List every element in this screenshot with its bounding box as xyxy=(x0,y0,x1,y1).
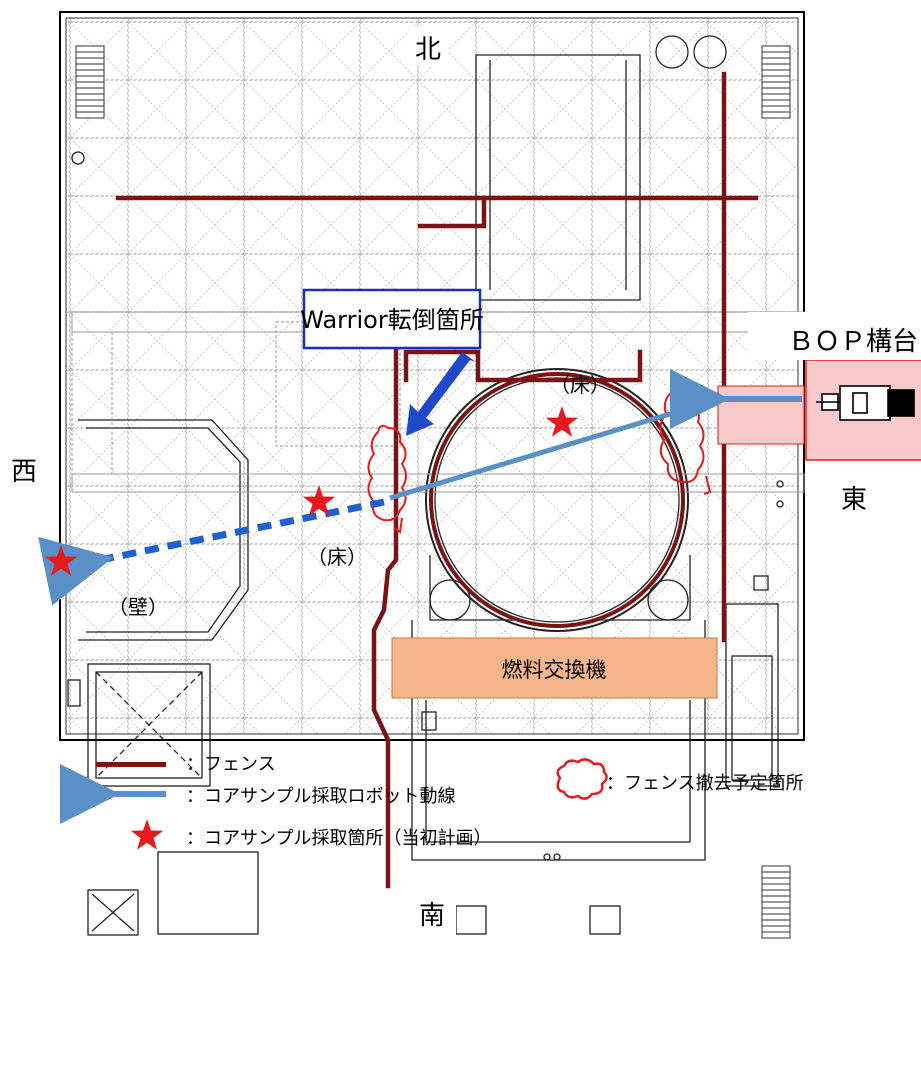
fence-stub xyxy=(417,195,487,229)
route-solid xyxy=(389,402,701,501)
warrior-callout: Warrior転倒箇所 xyxy=(300,288,484,436)
robot-icon xyxy=(816,385,915,421)
legend-fence-label: ：フェンス xyxy=(186,754,276,775)
robot-route xyxy=(38,369,802,606)
legend-sample-label: ：コアサンプル採取箇所（当初計画） xyxy=(186,828,491,849)
sample-points xyxy=(44,406,579,576)
fence-reactor-ring xyxy=(429,372,685,628)
refueling-machine-label: 燃料交換機 xyxy=(502,658,607,682)
route-planned-dashed xyxy=(38,498,385,606)
label-wall: （壁） xyxy=(108,595,168,619)
structural-walls xyxy=(67,35,784,936)
label-floor-west: （床） xyxy=(307,545,367,569)
removal-cloud-west-tail xyxy=(393,517,403,534)
compass-west: 西 xyxy=(11,457,37,487)
legend-route-label: ：コアサンプル採取ロボット動線 xyxy=(186,786,455,807)
compass-labels: 北 南 東 西 xyxy=(11,26,867,938)
compass-north: 北 xyxy=(415,35,441,65)
legend-star-swatch xyxy=(130,819,164,850)
refueling-machine: 燃料交換機 xyxy=(391,637,718,699)
fence-west-route xyxy=(371,347,399,889)
building-outline xyxy=(59,11,805,741)
sample-star-wall xyxy=(44,545,78,576)
legend-fence-swatch xyxy=(96,762,166,767)
label-floor-east: （床） xyxy=(550,373,610,397)
fence-lines xyxy=(115,71,759,889)
vent-grilles xyxy=(75,45,791,939)
legend-removal-label: ：フェンス撤去予定箇所 xyxy=(606,773,804,794)
sample-star-west-floor xyxy=(302,485,336,516)
fence-north-ring xyxy=(403,349,643,383)
warrior-pointer-arrow xyxy=(406,352,476,436)
legend-cloud-swatch xyxy=(556,758,608,800)
legend: ：フェンス ：コアサンプル採取ロボット動線 ：コアサンプル採取箇所（当初計画） … xyxy=(59,754,804,850)
bop-platform xyxy=(717,359,921,461)
compass-south: 南 xyxy=(419,901,445,931)
bop-label-backing xyxy=(748,312,921,360)
sample-star-reactor-floor xyxy=(545,406,579,437)
removal-cloud-east-tail xyxy=(703,475,712,495)
removal-cloud-west xyxy=(367,424,407,522)
compass-east: 東 xyxy=(841,485,867,515)
bop-label: ＢＯＰ構台 xyxy=(788,327,918,357)
warrior-callout-label: Warrior転倒箇所 xyxy=(300,306,483,334)
